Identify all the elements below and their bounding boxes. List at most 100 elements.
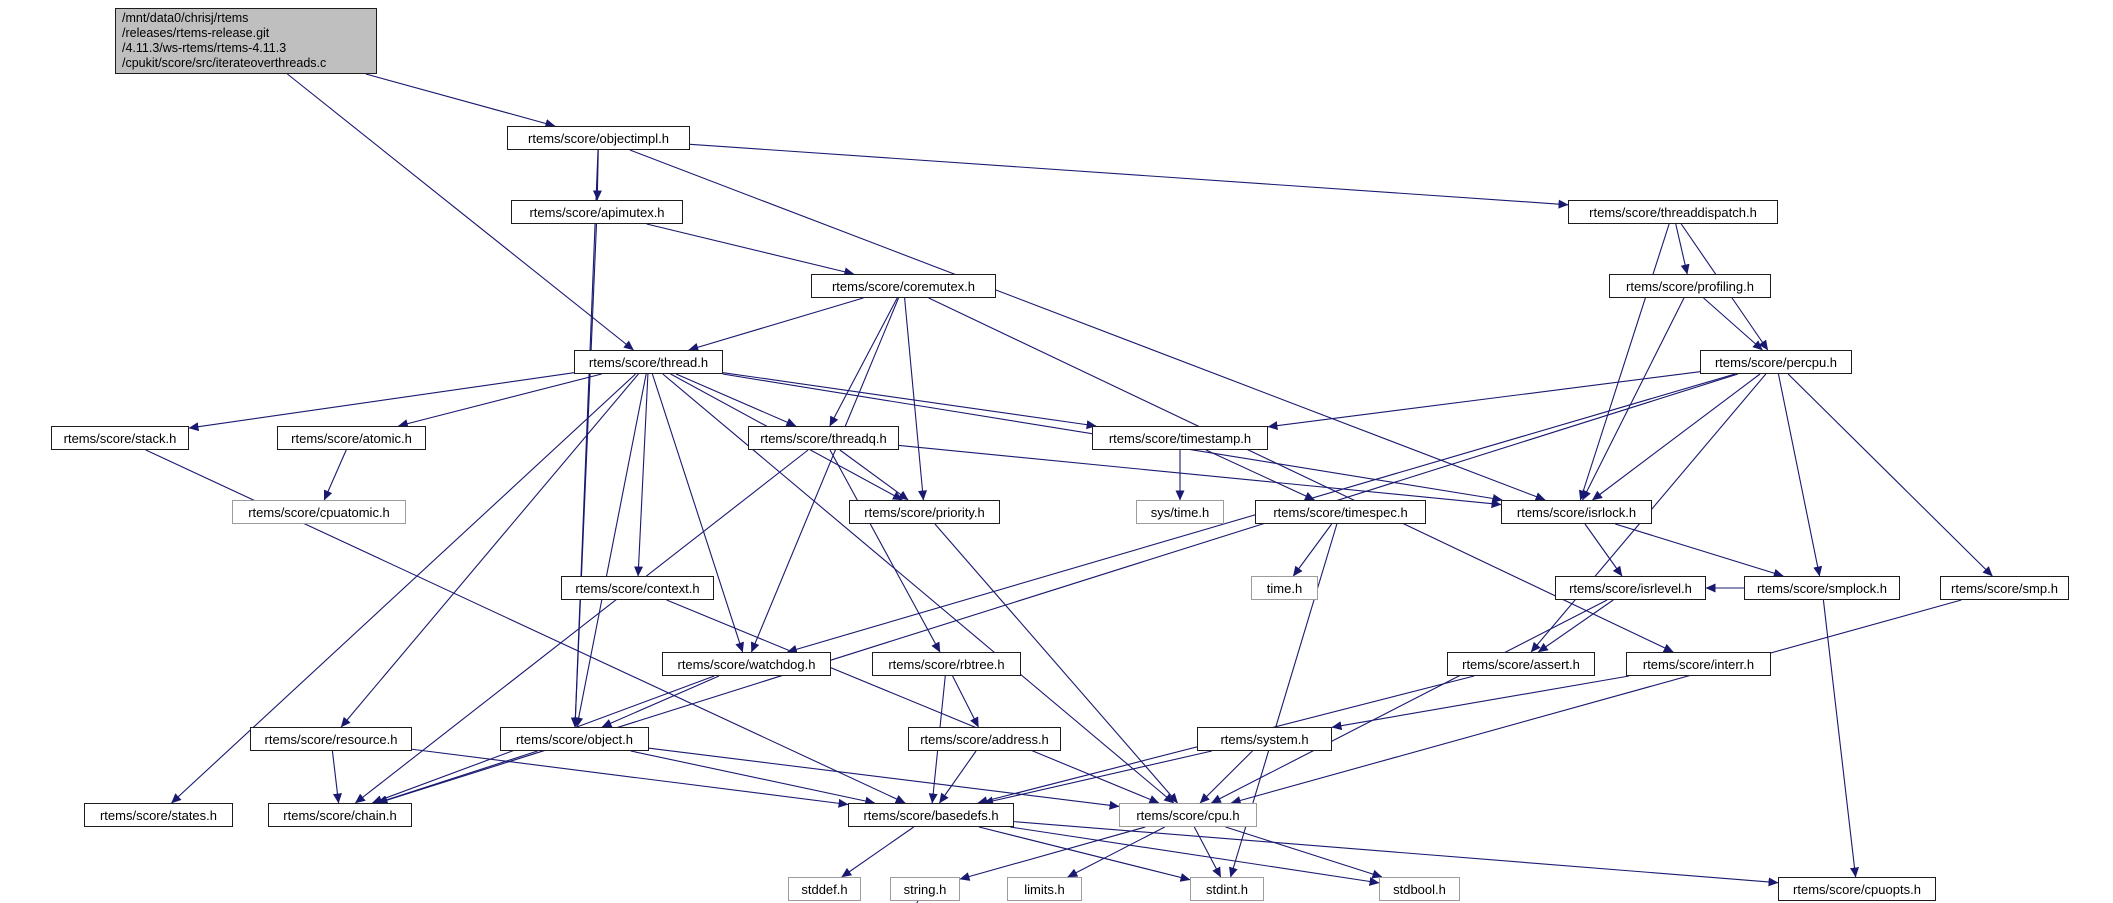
graph-node-interr[interactable]: rtems/score/interr.h: [1626, 652, 1771, 676]
graph-edge-resource-basedefs: [411, 748, 849, 808]
graph-node-resource[interactable]: rtems/score/resource.h: [250, 727, 412, 751]
graph-node-label: time.h: [1266, 580, 1303, 596]
graph-edge-objectimpl-isrlock: [629, 149, 1546, 501]
graph-node-isrlock[interactable]: rtems/score/isrlock.h: [1501, 500, 1652, 524]
graph-node-assert[interactable]: rtems/score/assert.h: [1447, 652, 1595, 676]
graph-edge-thread-object: [574, 373, 647, 728]
graph-node-chain[interactable]: rtems/score/chain.h: [268, 803, 412, 827]
graph-node-cpuopts[interactable]: rtems/score/cpuopts.h: [1778, 877, 1936, 901]
graph-edge-basedefs-cpuopts: [1013, 821, 1779, 887]
graph-edge-threaddispatch-profiling: [1675, 223, 1690, 275]
graph-edge-profiling-isrlock: [1582, 297, 1685, 501]
graph-node-systime: sys/time.h: [1136, 500, 1224, 524]
graph-edge-smplock-cpuopts: [1822, 599, 1859, 878]
graph-node-label: rtems/score/isrlock.h: [1516, 504, 1637, 520]
graph-node-label: rtems/score/profiling.h: [1626, 278, 1754, 294]
graph-edge-cpu-stdint: [1193, 826, 1222, 878]
graph-node-basedefs[interactable]: rtems/score/basedefs.h: [848, 803, 1014, 827]
graph-node-timeh: time.h: [1251, 576, 1318, 600]
graph-node-label: rtems/system.h: [1220, 731, 1309, 747]
graph-edge-thread-resource: [340, 373, 639, 728]
graph-edge-watchdog-object: [601, 675, 720, 728]
graph-node-label: rtems/score/cpuopts.h: [1793, 881, 1921, 897]
graph-edge-system-cpu: [1199, 750, 1253, 804]
graph-node-stddef: stddef.h: [788, 877, 861, 901]
graph-edge-root-thread: [287, 73, 634, 351]
graph-node-label: rtems/score/thread.h: [588, 354, 709, 370]
graph-edge-coremutex-threadq: [829, 297, 898, 427]
graph-node-label: rtems/score/threaddispatch.h: [1589, 204, 1757, 220]
graph-edge-coremutex-interr: [928, 297, 1674, 653]
graph-node-timestamp[interactable]: rtems/score/timestamp.h: [1092, 426, 1268, 450]
graph-node-smplock[interactable]: rtems/score/smplock.h: [1744, 576, 1900, 600]
graph-node-states[interactable]: rtems/score/states.h: [84, 803, 233, 827]
graph-node-label: rtems/score/cpu.h: [1136, 807, 1240, 823]
graph-node-object[interactable]: rtems/score/object.h: [500, 727, 649, 751]
graph-node-label: rtems/score/address.h: [920, 731, 1049, 747]
graph-edge-context-cpu: [666, 599, 1160, 804]
graph-node-label: rtems/score/assert.h: [1462, 656, 1580, 672]
graph-node-apimutex[interactable]: rtems/score/apimutex.h: [511, 200, 683, 224]
graph-node-timespec[interactable]: rtems/score/timespec.h: [1255, 500, 1426, 524]
graph-node-atomic[interactable]: rtems/score/atomic.h: [277, 426, 426, 450]
graph-node-percpu[interactable]: rtems/score/percpu.h: [1700, 350, 1852, 374]
graph-edge-coremutex-watchdog: [750, 297, 900, 653]
graph-edge-object-basedefs: [630, 750, 876, 806]
graph-node-label: /releases/rtems-release.git: [122, 26, 270, 40]
graph-node-profiling[interactable]: rtems/score/profiling.h: [1609, 274, 1771, 298]
graph-edge-thread-timestamp: [722, 372, 1097, 430]
graph-node-label: rtems/score/apimutex.h: [529, 204, 665, 220]
graph-edge-thread-states: [171, 373, 636, 804]
graph-edge-percpu-isrlock: [1592, 373, 1761, 501]
graph-edge-apimutex-coremutex: [646, 223, 855, 277]
graph-node-system[interactable]: rtems/system.h: [1197, 727, 1332, 751]
graph-edge-atomic-cpuatomic: [323, 449, 347, 501]
graph-edge-basedefs-stdbool: [1010, 826, 1380, 886]
graph-node-threaddispatch[interactable]: rtems/score/threaddispatch.h: [1568, 200, 1778, 224]
graph-node-label: rtems/score/states.h: [99, 807, 218, 823]
graph-node-limits: limits.h: [1007, 877, 1082, 901]
graph-node-cpu: rtems/score/cpu.h: [1119, 803, 1257, 827]
graph-node-objectimpl[interactable]: rtems/score/objectimpl.h: [507, 126, 690, 150]
graph-edge-interr-system: [1331, 675, 1630, 731]
graph-node-address[interactable]: rtems/score/address.h: [908, 727, 1061, 751]
graph-node-label: string.h: [903, 881, 947, 897]
graph-node-label: rtems/score/atomic.h: [291, 430, 412, 446]
graph-node-isrlevel[interactable]: rtems/score/isrlevel.h: [1555, 576, 1706, 600]
graph-node-smp[interactable]: rtems/score/smp.h: [1940, 576, 2069, 600]
graph-edge-object-cpu: [648, 747, 1120, 810]
graph-node-label: rtems/score/cpuatomic.h: [248, 504, 390, 520]
graph-edge-cpu-stdbool: [1225, 826, 1383, 879]
graph-node-label: rtems/score/threadq.h: [760, 430, 887, 446]
graph-node-coremutex[interactable]: rtems/score/coremutex.h: [811, 274, 996, 298]
graph-edge-basedefs-stdint: [978, 826, 1191, 882]
graph-node-priority[interactable]: rtems/score/priority.h: [849, 500, 1000, 524]
graph-node-cpuatomic: rtems/score/cpuatomic.h: [232, 500, 406, 524]
graph-node-label: rtems/score/timestamp.h: [1108, 430, 1252, 446]
graph-node-thread[interactable]: rtems/score/thread.h: [574, 350, 723, 374]
graph-edge-thread-watchdog: [651, 373, 744, 653]
graph-node-label: rtems/score/smplock.h: [1756, 580, 1888, 596]
graph-node-root: /mnt/data0/chrisj/rtems/releases/rtems-r…: [115, 8, 377, 74]
graph-edge-thread-context: [634, 373, 649, 577]
graph-edge-basedefs-stddef: [841, 826, 915, 878]
graph-edge-isrlock-isrlevel: [1584, 523, 1623, 577]
graph-edge-threadq-isrlock: [898, 444, 1502, 509]
graph-edge-objectimpl-threaddispatch: [689, 143, 1569, 209]
graph-node-threadq[interactable]: rtems/score/threadq.h: [748, 426, 899, 450]
graph-edge-threadq-chain: [354, 449, 809, 804]
graph-node-label: rtems/score/interr.h: [1642, 656, 1755, 672]
graph-edge-thread-atomic: [397, 373, 602, 429]
graph-edge-coremutex-priority: [904, 297, 927, 501]
graph-node-rbtree[interactable]: rtems/score/rbtree.h: [872, 652, 1021, 676]
graph-edge-thread-threadq: [675, 373, 797, 427]
graph-node-watchdog[interactable]: rtems/score/watchdog.h: [662, 652, 831, 676]
graph-node-stringh: string.h: [890, 877, 960, 901]
graph-edge-isrlevel-cpu: [1210, 599, 1608, 804]
graph-node-stack[interactable]: rtems/score/stack.h: [51, 426, 189, 450]
graph-node-label: rtems/score/rbtree.h: [888, 656, 1005, 672]
graph-node-stdint: stdint.h: [1190, 877, 1264, 901]
graph-node-label: rtems/score/watchdog.h: [677, 656, 816, 672]
graph-node-context[interactable]: rtems/score/context.h: [561, 576, 714, 600]
